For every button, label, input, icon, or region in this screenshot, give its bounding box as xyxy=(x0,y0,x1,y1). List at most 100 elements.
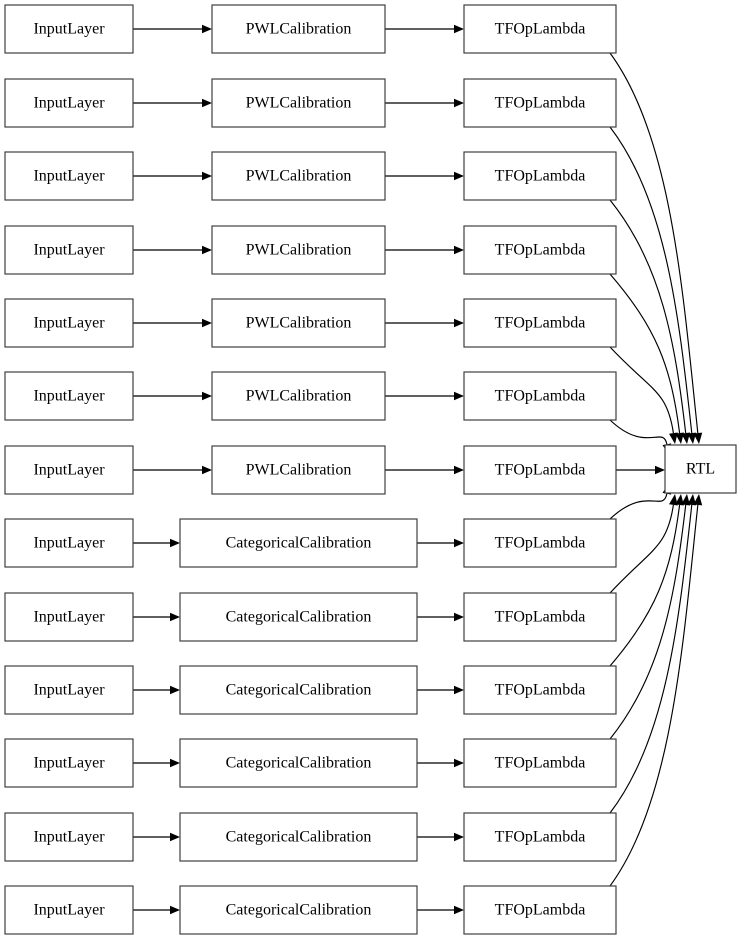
row-12-inputlayer[interactable]: InputLayer xyxy=(4,885,134,935)
row-8-categorical-calibration-label: CategoricalCalibration xyxy=(226,609,372,626)
row-5-tfoplambda[interactable]: TFOpLambda xyxy=(463,371,617,421)
row-4-edge-lambda-to-rtl-arrowhead xyxy=(669,432,678,444)
row-10-tfoplambda[interactable]: TFOpLambda xyxy=(463,738,617,788)
row-0-edge-calibration-to-lambda xyxy=(385,24,464,34)
row-4-edge-lambda-to-rtl-line xyxy=(609,346,674,434)
row-11-categorical-calibration[interactable]: CategoricalCalibration xyxy=(179,812,418,862)
row-11-edge-lambda-to-rtl xyxy=(609,494,697,814)
row-9-categorical-calibration[interactable]: CategoricalCalibration xyxy=(179,665,418,715)
row-12-categorical-calibration-label: CategoricalCalibration xyxy=(226,902,372,919)
row-1-pwl-calibration-box xyxy=(211,78,386,128)
row-5-edge-calibration-to-lambda xyxy=(385,391,464,401)
row-3-tfoplambda[interactable]: TFOpLambda xyxy=(463,225,617,275)
row-3-edge-lambda-to-rtl-arrowhead xyxy=(675,432,684,444)
row-0-inputlayer-label: InputLayer xyxy=(33,21,105,38)
edges-layer xyxy=(133,24,703,915)
row-0-edge-lambda-to-rtl xyxy=(609,52,703,444)
row-11-inputlayer[interactable]: InputLayer xyxy=(4,812,134,862)
row-9-inputlayer-label: InputLayer xyxy=(33,682,105,699)
row-5-pwl-calibration-box xyxy=(211,371,386,421)
row-3-edge-lambda-to-rtl xyxy=(609,273,684,444)
row-3-inputlayer[interactable]: InputLayer xyxy=(4,225,134,275)
row-11-tfoplambda[interactable]: TFOpLambda xyxy=(463,812,617,862)
row-0-edge-lambda-to-rtl-arrowhead xyxy=(693,432,703,444)
row-2-pwl-calibration-box xyxy=(211,151,386,201)
row-7-inputlayer[interactable]: InputLayer xyxy=(4,518,134,568)
row-2-pwl-calibration-label: PWLCalibration xyxy=(246,168,352,185)
row-7-edge-input-to-calibration xyxy=(133,538,180,548)
row-0-inputlayer-box xyxy=(4,4,134,54)
row-6-pwl-calibration-box xyxy=(211,445,386,495)
row-11-inputlayer-box xyxy=(4,812,134,862)
row-12-tfoplambda[interactable]: TFOpLambda xyxy=(463,885,617,935)
row-6-tfoplambda[interactable]: TFOpLambda xyxy=(463,445,617,495)
row-4-inputlayer[interactable]: InputLayer xyxy=(4,298,134,348)
row-2-pwl-calibration[interactable]: PWLCalibration xyxy=(211,151,386,201)
row-3-edge-calibration-to-lambda xyxy=(385,245,464,255)
row-0-pwl-calibration[interactable]: PWLCalibration xyxy=(211,4,386,54)
row-0-tfoplambda[interactable]: TFOpLambda xyxy=(463,4,617,54)
row-8-tfoplambda-label: TFOpLambda xyxy=(495,609,586,626)
rtl-output-node[interactable]: RTL xyxy=(664,444,737,494)
row-2-edge-lambda-to-rtl-arrowhead xyxy=(681,432,691,444)
row-8-inputlayer[interactable]: InputLayer xyxy=(4,592,134,642)
row-2-inputlayer[interactable]: InputLayer xyxy=(4,151,134,201)
row-5-edge-lambda-to-rtl xyxy=(609,419,672,455)
row-1-inputlayer[interactable]: InputLayer xyxy=(4,78,134,128)
rtl-output-node-label: RTL xyxy=(686,461,715,478)
row-0-edge-calibration-to-lambda-arrowhead xyxy=(454,24,464,34)
row-2-edge-input-to-calibration-arrowhead xyxy=(202,171,212,181)
row-6-edge-calibration-to-lambda-arrowhead xyxy=(454,465,464,475)
row-9-tfoplambda[interactable]: TFOpLambda xyxy=(463,665,617,715)
row-12-edge-lambda-to-rtl xyxy=(609,494,703,887)
row-7-categorical-calibration[interactable]: CategoricalCalibration xyxy=(179,518,418,568)
row-8-tfoplambda[interactable]: TFOpLambda xyxy=(463,592,617,642)
row-12-edge-lambda-to-rtl-line xyxy=(609,504,699,887)
row-4-edge-calibration-to-lambda xyxy=(385,318,464,328)
row-4-tfoplambda[interactable]: TFOpLambda xyxy=(463,298,617,348)
row-7-tfoplambda[interactable]: TFOpLambda xyxy=(463,518,617,568)
row-6-inputlayer-box xyxy=(4,445,134,495)
row-9-edge-input-to-calibration xyxy=(133,685,180,695)
row-8-inputlayer-label: InputLayer xyxy=(33,609,105,626)
row-3-tfoplambda-box xyxy=(463,225,617,275)
row-1-edge-lambda-to-rtl-arrowhead xyxy=(687,432,697,444)
row-12-inputlayer-label: InputLayer xyxy=(33,902,105,919)
row-1-edge-calibration-to-lambda-arrowhead xyxy=(454,98,464,108)
row-3-tfoplambda-label: TFOpLambda xyxy=(495,242,586,259)
row-11-inputlayer-label: InputLayer xyxy=(33,829,105,846)
row-2-edge-lambda-to-rtl-line xyxy=(609,199,687,434)
row-6-pwl-calibration[interactable]: PWLCalibration xyxy=(211,445,386,495)
row-8-edge-calibration-to-lambda-arrowhead xyxy=(454,612,464,622)
row-5-inputlayer[interactable]: InputLayer xyxy=(4,371,134,421)
row-8-categorical-calibration[interactable]: CategoricalCalibration xyxy=(179,592,418,642)
row-2-inputlayer-label: InputLayer xyxy=(33,168,105,185)
row-6-inputlayer-label: InputLayer xyxy=(33,462,105,479)
row-6-inputlayer[interactable]: InputLayer xyxy=(4,445,134,495)
row-11-tfoplambda-label: TFOpLambda xyxy=(495,829,586,846)
row-1-pwl-calibration[interactable]: PWLCalibration xyxy=(211,78,386,128)
row-12-inputlayer-box xyxy=(4,885,134,935)
row-2-tfoplambda-box xyxy=(463,151,617,201)
row-5-edge-lambda-to-rtl-line xyxy=(609,419,668,445)
row-2-edge-calibration-to-lambda xyxy=(385,171,464,181)
row-5-inputlayer-box xyxy=(4,371,134,421)
row-12-categorical-calibration[interactable]: CategoricalCalibration xyxy=(179,885,418,935)
row-10-inputlayer[interactable]: InputLayer xyxy=(4,738,134,788)
row-2-tfoplambda[interactable]: TFOpLambda xyxy=(463,151,617,201)
row-5-pwl-calibration[interactable]: PWLCalibration xyxy=(211,371,386,421)
row-4-pwl-calibration[interactable]: PWLCalibration xyxy=(211,298,386,348)
row-2-edge-input-to-calibration xyxy=(133,171,212,181)
row-9-categorical-calibration-label: CategoricalCalibration xyxy=(226,682,372,699)
row-7-edge-lambda-to-rtl-line xyxy=(609,493,668,520)
row-0-inputlayer[interactable]: InputLayer xyxy=(4,4,134,54)
row-10-edge-input-to-calibration-arrowhead xyxy=(170,758,180,768)
row-3-pwl-calibration[interactable]: PWLCalibration xyxy=(211,225,386,275)
row-10-categorical-calibration[interactable]: CategoricalCalibration xyxy=(179,738,418,788)
row-4-inputlayer-box xyxy=(4,298,134,348)
row-5-edge-input-to-calibration-arrowhead xyxy=(202,391,212,401)
row-0-edge-lambda-to-rtl-line xyxy=(609,52,699,434)
row-9-inputlayer[interactable]: InputLayer xyxy=(4,665,134,715)
row-12-edge-input-to-calibration-arrowhead xyxy=(170,905,180,915)
row-1-tfoplambda[interactable]: TFOpLambda xyxy=(463,78,617,128)
